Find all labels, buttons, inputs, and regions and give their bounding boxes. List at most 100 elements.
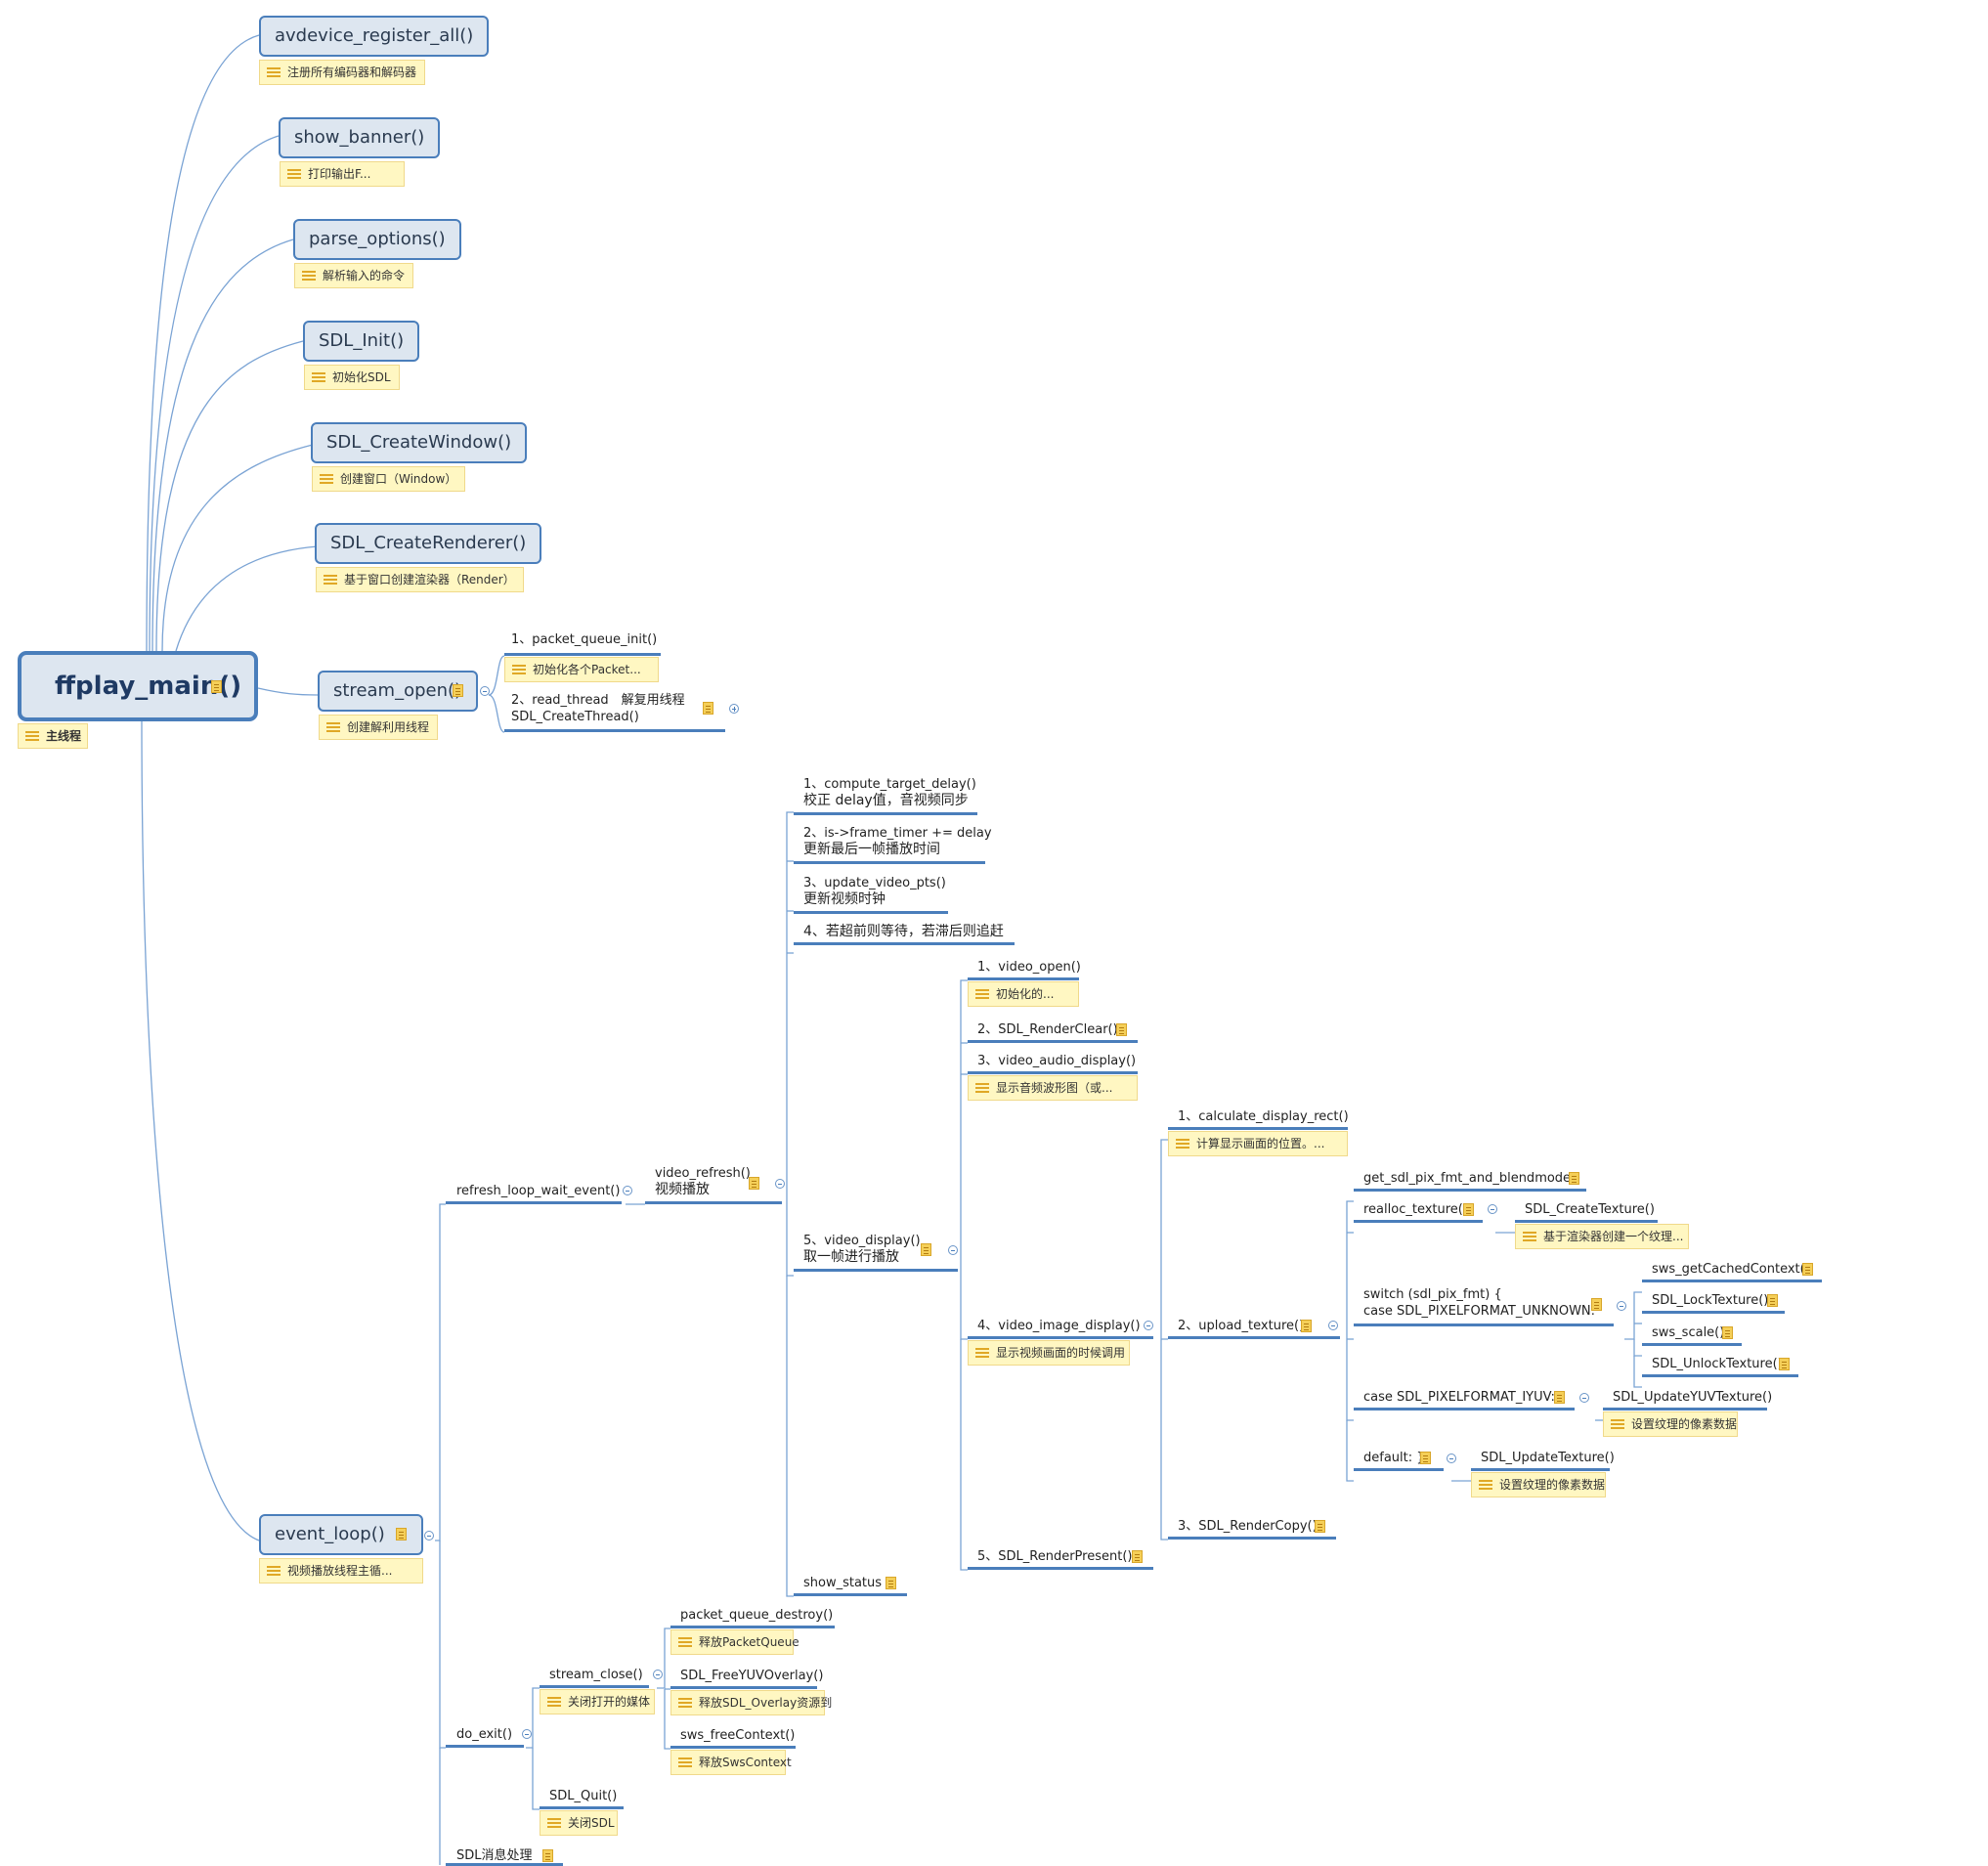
note-icon[interactable] bbox=[921, 1243, 931, 1256]
topic-sdl-createwindow[interactable]: SDL_CreateWindow() bbox=[311, 422, 528, 463]
note-icon[interactable] bbox=[1722, 1326, 1733, 1339]
topic-avdevice-register-all[interactable]: avdevice_register_all() bbox=[259, 16, 490, 57]
node-video-refresh[interactable]: video_refresh()视频播放 bbox=[655, 1166, 751, 1197]
note-icon[interactable] bbox=[1315, 1520, 1325, 1533]
node-sdl-updatetexture[interactable]: SDL_UpdateTexture() bbox=[1481, 1451, 1615, 1465]
note-icon[interactable] bbox=[542, 1849, 553, 1862]
note-icon[interactable] bbox=[211, 680, 222, 693]
node-sdl-updateyuvtexture[interactable]: SDL_UpdateYUVTexture() bbox=[1613, 1390, 1773, 1405]
node-stream-close[interactable]: stream_close() bbox=[549, 1668, 643, 1682]
note-icon[interactable] bbox=[1767, 1294, 1778, 1307]
underline bbox=[1471, 1468, 1610, 1471]
topic-parse-options[interactable]: parse_options() bbox=[293, 219, 461, 260]
collapse-icon[interactable] bbox=[623, 1186, 632, 1195]
node-sws-freecontext[interactable]: sws_freeContext() bbox=[680, 1728, 796, 1743]
node-case-iyuv[interactable]: case SDL_PIXELFORMAT_IYUV: bbox=[1363, 1390, 1555, 1405]
collapse-icon[interactable] bbox=[775, 1179, 785, 1189]
topic-sdl-init[interactable]: SDL_Init() bbox=[303, 321, 420, 362]
note-icon[interactable] bbox=[886, 1577, 896, 1589]
collapse-icon[interactable] bbox=[1144, 1321, 1153, 1330]
node-refresh-loop-wait-event[interactable]: refresh_loop_wait_event() bbox=[456, 1184, 621, 1198]
note-sdl-quit: 关闭SDL bbox=[540, 1810, 618, 1836]
underline bbox=[968, 1567, 1153, 1570]
note-icon[interactable] bbox=[1132, 1550, 1143, 1563]
node-video-display[interactable]: 5、video_display()取一帧进行播放 bbox=[803, 1234, 921, 1265]
node-sws-getcachedcontext[interactable]: sws_getCachedContext() bbox=[1652, 1262, 1810, 1277]
underline bbox=[794, 911, 948, 914]
node-wait-or-catch-up[interactable]: 4、若超前则等待，若滞后则追赶 bbox=[803, 924, 1004, 939]
note-icon[interactable] bbox=[1463, 1203, 1474, 1216]
collapse-icon[interactable] bbox=[948, 1245, 958, 1255]
node-sdl-message[interactable]: SDL消息处理 bbox=[456, 1848, 533, 1863]
note-video-image-display: 显示视频画面的时候调用 bbox=[968, 1340, 1130, 1366]
node-switch-unknown[interactable]: switch (sdl_pix_fmt) {case SDL_PIXELFORM… bbox=[1363, 1287, 1596, 1319]
note-icon[interactable] bbox=[1779, 1358, 1790, 1370]
node-do-exit[interactable]: do_exit() bbox=[456, 1727, 513, 1742]
node-default[interactable]: default: } bbox=[1363, 1451, 1425, 1465]
note-icon[interactable] bbox=[749, 1177, 759, 1190]
central-note: 主线程 bbox=[18, 723, 88, 749]
node-sdl-renderclear[interactable]: 2、SDL_RenderClear() bbox=[977, 1022, 1118, 1037]
node-compute-target-delay[interactable]: 1、compute_target_delay()校正 delay值，音视频同步 bbox=[803, 777, 976, 808]
node-sdl-rendercopy[interactable]: 3、SDL_RenderCopy() bbox=[1178, 1519, 1318, 1534]
node-packet-queue-init[interactable]: 1、packet_queue_init() bbox=[511, 632, 658, 647]
note-icon[interactable] bbox=[1301, 1320, 1312, 1332]
note-icon[interactable] bbox=[1554, 1391, 1565, 1404]
node-sws-scale[interactable]: sws_scale() bbox=[1652, 1325, 1725, 1340]
note-sdl-createrenderer: 基于窗口创建渲染器（Render） bbox=[316, 567, 524, 592]
topic-stream-open[interactable]: stream_open() bbox=[318, 671, 478, 712]
underline bbox=[670, 1686, 817, 1689]
note-icon[interactable] bbox=[1420, 1452, 1431, 1464]
underline bbox=[968, 1071, 1138, 1074]
underline bbox=[1168, 1537, 1336, 1540]
node-get-sdl-pix-fmt[interactable]: get_sdl_pix_fmt_and_blendmode() bbox=[1363, 1171, 1581, 1186]
collapse-icon[interactable] bbox=[1579, 1393, 1589, 1403]
node-update-video-pts[interactable]: 3、update_video_pts()更新视频时钟 bbox=[803, 876, 946, 907]
underline bbox=[794, 942, 1015, 945]
note-icon[interactable] bbox=[703, 702, 713, 715]
collapse-icon[interactable] bbox=[653, 1670, 663, 1679]
topic-event-loop[interactable]: event_loop() bbox=[259, 1514, 423, 1555]
collapse-icon[interactable] bbox=[1617, 1301, 1626, 1311]
node-video-audio-display[interactable]: 3、video_audio_display() bbox=[977, 1054, 1137, 1068]
node-sdl-renderpresent[interactable]: 5、SDL_RenderPresent() bbox=[977, 1549, 1133, 1564]
node-packet-queue-destroy[interactable]: packet_queue_destroy() bbox=[680, 1608, 834, 1623]
topic-show-banner[interactable]: show_banner() bbox=[279, 117, 441, 158]
topic-sdl-createrenderer[interactable]: SDL_CreateRenderer() bbox=[315, 523, 542, 564]
node-video-open[interactable]: 1、video_open() bbox=[977, 960, 1081, 975]
underline bbox=[794, 1593, 907, 1596]
note-sdl-updateyuvtexture: 设置纹理的像素数据 bbox=[1603, 1411, 1738, 1437]
node-sdl-createtexture[interactable]: SDL_CreateTexture() bbox=[1525, 1202, 1655, 1217]
node-upload-texture[interactable]: 2、upload_texture() bbox=[1178, 1319, 1305, 1333]
node-sdl-unlocktexture[interactable]: SDL_UnlockTexture() bbox=[1652, 1357, 1783, 1371]
collapse-icon[interactable] bbox=[480, 686, 490, 696]
collapse-icon[interactable] bbox=[424, 1531, 434, 1541]
underline bbox=[540, 1685, 649, 1688]
note-parse-options: 解析输入的命令 bbox=[294, 263, 414, 288]
central-topic[interactable]: ffplay_main() bbox=[18, 651, 258, 721]
note-icon[interactable] bbox=[1802, 1263, 1813, 1276]
note-icon[interactable] bbox=[396, 1528, 407, 1541]
collapse-icon[interactable] bbox=[522, 1729, 532, 1739]
collapse-icon[interactable] bbox=[1328, 1321, 1338, 1330]
node-show-status[interactable]: show_status bbox=[803, 1576, 883, 1590]
node-sdl-freeyuvoverlay[interactable]: SDL_FreeYUVOverlay() bbox=[680, 1669, 824, 1683]
collapse-icon[interactable] bbox=[1447, 1454, 1456, 1463]
note-icon[interactable] bbox=[1116, 1023, 1127, 1036]
note-stream-close: 关闭打开的媒体 bbox=[540, 1689, 655, 1714]
node-calculate-display-rect[interactable]: 1、calculate_display_rect() bbox=[1178, 1109, 1349, 1124]
underline bbox=[794, 861, 985, 864]
note-icon[interactable] bbox=[1591, 1298, 1602, 1311]
node-sdl-quit[interactable]: SDL_Quit() bbox=[549, 1789, 618, 1803]
node-realloc-texture[interactable]: realloc_texture() bbox=[1363, 1202, 1468, 1217]
underline bbox=[1168, 1127, 1348, 1130]
note-icon[interactable] bbox=[453, 684, 463, 697]
note-icon[interactable] bbox=[1569, 1172, 1579, 1185]
expand-icon[interactable] bbox=[729, 704, 739, 714]
note-sdl-freeyuvoverlay: 释放SDL_Overlay资源到 bbox=[670, 1690, 832, 1715]
node-video-image-display[interactable]: 4、video_image_display() bbox=[977, 1319, 1141, 1333]
node-sdl-locktexture[interactable]: SDL_LockTexture() bbox=[1652, 1293, 1769, 1308]
collapse-icon[interactable] bbox=[1488, 1204, 1497, 1214]
